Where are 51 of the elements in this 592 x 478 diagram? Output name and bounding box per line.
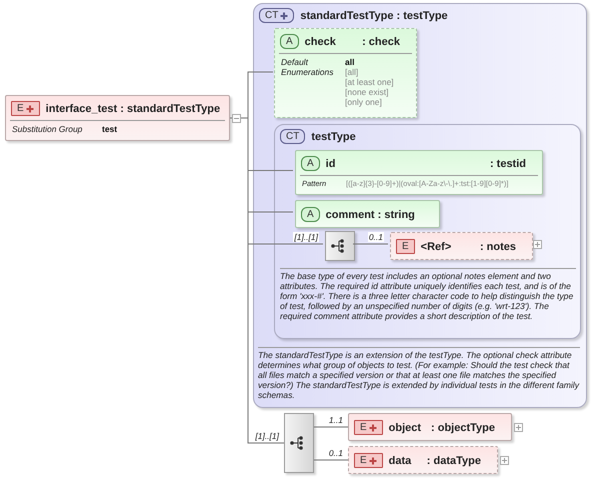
element-name: data xyxy=(388,454,412,466)
type-name: : testid xyxy=(490,158,526,170)
multiplicity-label: [1]..[1] xyxy=(254,431,280,441)
multiplicity-label: 0..1 xyxy=(368,232,384,242)
property-value: all xyxy=(345,57,356,67)
attribute-badge: A xyxy=(301,207,320,222)
multiplicity-label: 1..1 xyxy=(328,415,344,425)
property-name: Substitution Group xyxy=(12,124,84,134)
complex-type-box xyxy=(253,3,587,408)
property-value: [none exist] xyxy=(345,87,390,97)
description-text: The base type of every test includes an optional notes element and two attributes. The required id attribute uniquely identifies each test, and is of the form 'xxx-#'. There is a three letter character code to help distinguish the type of test, followed by an unspecified number of digits (e.g. 'wrt-123'). The required comment attribute provides a short description of the test. xyxy=(280,268,576,321)
attribute-badge: A xyxy=(301,156,320,171)
property-name: Default xyxy=(281,57,310,67)
attribute-name: comment : string xyxy=(326,208,415,220)
attribute-name: id xyxy=(326,158,336,170)
element-badge: E xyxy=(354,420,383,435)
property-value: test xyxy=(102,124,118,134)
type-name: : check xyxy=(362,36,400,48)
complex-type-box xyxy=(274,124,581,339)
multiplicity-label: [1]..[1] xyxy=(293,232,319,242)
sequence-box xyxy=(325,231,355,261)
element-name: object xyxy=(388,422,422,434)
attribute-box xyxy=(295,200,440,228)
element-badge: E xyxy=(396,239,415,254)
element-box xyxy=(348,446,498,474)
attribute-badge: A xyxy=(280,34,299,49)
element-badge: E xyxy=(354,453,383,468)
property-value: [at least one] xyxy=(345,77,395,87)
element-box xyxy=(348,413,512,441)
connector-line xyxy=(314,426,348,428)
property-value: [all] xyxy=(345,67,360,77)
description-text: The standardTestType is an extension of the testType. The optional check attribute determines what group of objects to test. (For example: Should the test check that all files match a specified version or that at least one file matches the specified version?) The standardTestType is extended by individual tests in the different family schemas. xyxy=(258,347,580,400)
element-box xyxy=(5,95,230,141)
type-name: : notes xyxy=(480,240,516,252)
element-box xyxy=(390,232,533,260)
attribute-box xyxy=(295,150,543,195)
element-name: <Ref> xyxy=(420,240,452,252)
type-name: : objectType xyxy=(431,422,495,434)
property-name: Enumerations xyxy=(281,67,334,79)
attribute-box xyxy=(274,28,417,118)
type-name: : dataType xyxy=(426,454,481,466)
element-badge: E xyxy=(11,101,40,116)
sequence-box xyxy=(284,413,314,473)
type-badge: CT xyxy=(280,129,306,144)
element-name: interface_test : standardTestType xyxy=(46,102,220,114)
multiplicity-label: 0..1 xyxy=(328,448,344,458)
type-badge: CT xyxy=(259,8,294,23)
property-value: [only one] xyxy=(345,97,383,107)
type-name: standardTestType : testType xyxy=(300,10,448,22)
type-name: testType xyxy=(311,130,356,142)
attribute-name: check xyxy=(304,36,336,48)
